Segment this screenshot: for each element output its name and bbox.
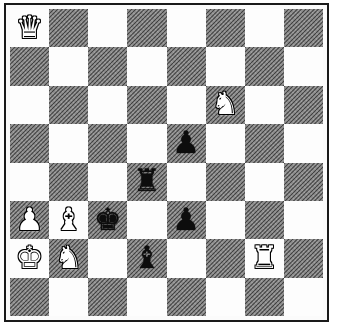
square-e3[interactable]: ♟: [167, 201, 206, 239]
square-c7[interactable]: [88, 47, 127, 85]
square-d3[interactable]: [127, 201, 166, 239]
square-e5[interactable]: ♟: [167, 124, 206, 162]
square-g2[interactable]: ♜: [245, 239, 284, 277]
square-b5[interactable]: [49, 124, 88, 162]
square-a2[interactable]: ♚: [10, 239, 49, 277]
black-pawn-icon[interactable]: ♟: [172, 205, 200, 236]
square-g7[interactable]: [245, 47, 284, 85]
square-a3[interactable]: ♟: [10, 201, 49, 239]
square-e1[interactable]: [167, 278, 206, 316]
white-knight-icon[interactable]: ♞: [55, 243, 83, 274]
square-e7[interactable]: [167, 47, 206, 85]
square-f8[interactable]: [206, 9, 245, 47]
square-c4[interactable]: [88, 163, 127, 201]
square-b3[interactable]: ♝: [49, 201, 88, 239]
square-h3[interactable]: [284, 201, 323, 239]
square-b6[interactable]: [49, 86, 88, 124]
square-g6[interactable]: [245, 86, 284, 124]
square-h2[interactable]: [284, 239, 323, 277]
square-h7[interactable]: [284, 47, 323, 85]
black-rook-icon[interactable]: ♜: [133, 166, 161, 197]
white-king-icon[interactable]: ♚: [16, 243, 44, 274]
square-d7[interactable]: [127, 47, 166, 85]
square-d8[interactable]: [127, 9, 166, 47]
square-b2[interactable]: ♞: [49, 239, 88, 277]
square-d1[interactable]: [127, 278, 166, 316]
square-d5[interactable]: [127, 124, 166, 162]
square-g5[interactable]: [245, 124, 284, 162]
square-h8[interactable]: [284, 9, 323, 47]
square-f2[interactable]: [206, 239, 245, 277]
square-a5[interactable]: [10, 124, 49, 162]
square-c6[interactable]: [88, 86, 127, 124]
square-b7[interactable]: [49, 47, 88, 85]
square-e8[interactable]: [167, 9, 206, 47]
black-pawn-icon[interactable]: ♟: [172, 128, 200, 159]
square-h1[interactable]: [284, 278, 323, 316]
square-g3[interactable]: [245, 201, 284, 239]
black-bishop-icon[interactable]: ♝: [133, 243, 161, 274]
square-c1[interactable]: [88, 278, 127, 316]
square-a6[interactable]: [10, 86, 49, 124]
square-d6[interactable]: [127, 86, 166, 124]
square-g4[interactable]: [245, 163, 284, 201]
square-a7[interactable]: [10, 47, 49, 85]
square-g8[interactable]: [245, 9, 284, 47]
square-g1[interactable]: [245, 278, 284, 316]
square-e2[interactable]: [167, 239, 206, 277]
square-f4[interactable]: [206, 163, 245, 201]
square-e4[interactable]: [167, 163, 206, 201]
square-a1[interactable]: [10, 278, 49, 316]
square-f1[interactable]: [206, 278, 245, 316]
square-h5[interactable]: [284, 124, 323, 162]
square-h4[interactable]: [284, 163, 323, 201]
square-b1[interactable]: [49, 278, 88, 316]
square-c2[interactable]: [88, 239, 127, 277]
square-c5[interactable]: [88, 124, 127, 162]
white-rook-icon[interactable]: ♜: [250, 243, 278, 274]
white-queen-icon[interactable]: ♛: [16, 13, 44, 44]
square-f3[interactable]: [206, 201, 245, 239]
square-b8[interactable]: [49, 9, 88, 47]
white-knight-icon[interactable]: ♞: [211, 89, 239, 120]
chessboard-frame: ♛ ♞ ♟ ♜ ♟ ♝ ♚ ♟ ♚ ♞ ♝ ♜: [4, 3, 329, 322]
square-f6[interactable]: ♞: [206, 86, 245, 124]
square-a4[interactable]: [10, 163, 49, 201]
square-c8[interactable]: [88, 9, 127, 47]
black-king-icon[interactable]: ♚: [94, 205, 122, 236]
square-f5[interactable]: [206, 124, 245, 162]
chessboard: ♛ ♞ ♟ ♜ ♟ ♝ ♚ ♟ ♚ ♞ ♝ ♜: [10, 9, 323, 316]
square-a8[interactable]: ♛: [10, 9, 49, 47]
square-e6[interactable]: [167, 86, 206, 124]
square-b4[interactable]: [49, 163, 88, 201]
square-f7[interactable]: [206, 47, 245, 85]
square-c3[interactable]: ♚: [88, 201, 127, 239]
square-d2[interactable]: ♝: [127, 239, 166, 277]
square-d4[interactable]: ♜: [127, 163, 166, 201]
white-pawn-icon[interactable]: ♟: [16, 205, 44, 236]
white-bishop-icon[interactable]: ♝: [55, 205, 83, 236]
square-h6[interactable]: [284, 86, 323, 124]
